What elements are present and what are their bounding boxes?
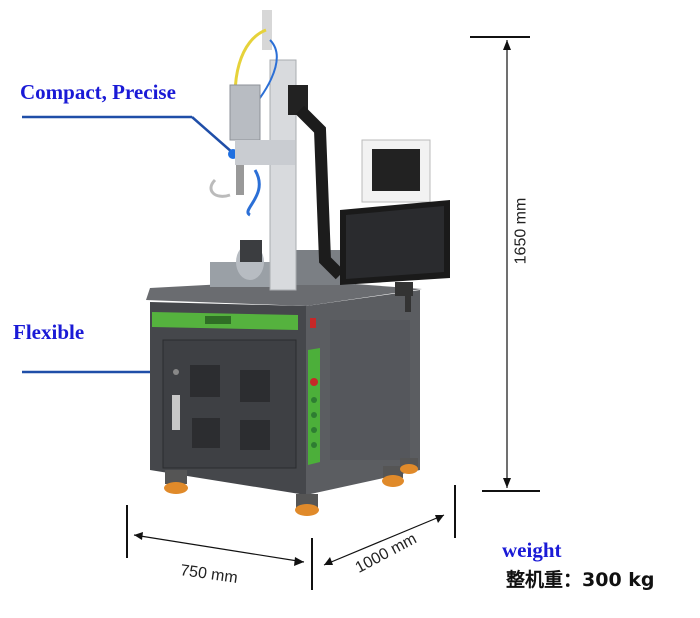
fiber-cable xyxy=(262,10,272,50)
dim-depth-line xyxy=(323,514,445,566)
feature-label-flexible: Flexible xyxy=(13,320,85,344)
casters xyxy=(164,458,418,516)
feature-label-compact: Compact, Precise xyxy=(20,80,176,104)
drag-chain xyxy=(295,105,345,280)
laser-head xyxy=(229,84,261,141)
vent-grilles xyxy=(190,365,270,450)
height-dimension-label: 1650 mm xyxy=(512,197,530,265)
door-handle xyxy=(172,395,180,430)
estop-button xyxy=(310,378,318,386)
weight-title: weight xyxy=(502,538,562,562)
dim-width-line xyxy=(133,534,305,563)
cabinet-door xyxy=(162,339,297,469)
weight-value: 整机重：300 kg xyxy=(506,569,655,591)
control-strip xyxy=(308,348,320,465)
